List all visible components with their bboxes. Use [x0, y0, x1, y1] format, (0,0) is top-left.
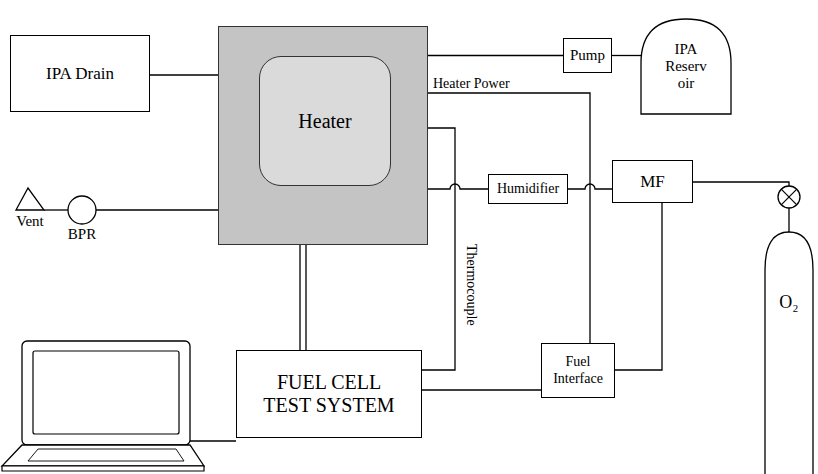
node-label: IPA Reserv oir — [659, 41, 713, 93]
regulator-circle: BPR — [64, 195, 100, 245]
laptop-screen — [22, 341, 190, 445]
gas-cylinder: O₂ — [764, 230, 814, 474]
reactor-vessel: Heater — [218, 26, 428, 245]
node-label: O₂ — [779, 292, 798, 313]
connector — [150, 74, 218, 75]
connector — [612, 55, 642, 56]
connector — [568, 184, 612, 189]
laptop-cable — [190, 440, 236, 441]
connector — [693, 182, 789, 233]
node-label: Fuel Interface — [546, 354, 610, 386]
node-label: Heater — [298, 110, 351, 133]
connector — [428, 184, 488, 189]
interface-box: Fuel Interface — [541, 343, 615, 398]
connector — [615, 203, 662, 370]
connector — [422, 389, 541, 390]
edge-label: Thermocouple — [464, 244, 479, 326]
connector — [300, 245, 306, 350]
laptop-base-edge — [2, 466, 204, 471]
laptop-base — [2, 445, 204, 466]
node-label: FUEL CELL TEST SYSTEM — [254, 371, 404, 417]
reservoir-tank: IPA Reserv oir — [640, 18, 732, 115]
node-label: Humidifier — [497, 181, 559, 197]
flow-controller-box: MF — [612, 160, 693, 203]
node-label: IPA Drain — [46, 64, 114, 84]
connector — [428, 55, 563, 56]
heater-box: Heater — [259, 56, 391, 186]
test-system-box: FUEL CELL TEST SYSTEM — [236, 350, 422, 438]
node-label: Pump — [570, 47, 605, 64]
pump-box: Pump — [563, 38, 612, 73]
connector — [44, 209, 68, 210]
laptop-display — [33, 351, 179, 434]
vent-symbol: Vent — [8, 186, 52, 232]
connector — [96, 209, 218, 210]
laptop-keyboard — [28, 449, 184, 461]
node-label: Vent — [16, 213, 44, 230]
cyl-outline — [764, 230, 814, 474]
edge-label: Heater Power — [433, 76, 510, 91]
humidifier-box: Humidifier — [488, 174, 568, 204]
drain-box: IPA Drain — [10, 35, 150, 112]
node-label: BPR — [68, 226, 96, 243]
node-label: MF — [640, 172, 665, 192]
